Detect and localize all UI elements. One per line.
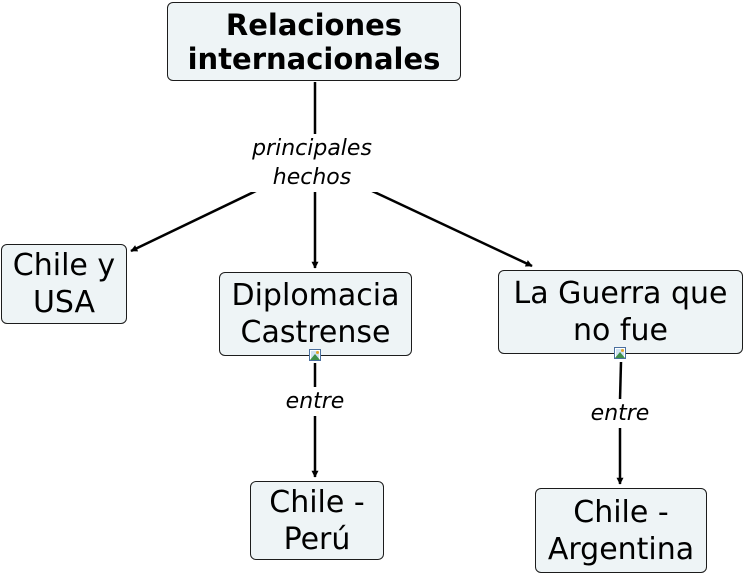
concept-chile-usa[interactable]: Chile y USA	[1, 244, 127, 324]
concept-chile-peru[interactable]: Chile - Perú	[250, 481, 384, 560]
link-label-entre-diplomacia: entre	[272, 387, 358, 416]
arrow-to-guerra	[369, 188, 533, 268]
concept-label: La Guerra que no fue	[513, 276, 728, 348]
concept-label: Diplomacia Castrense	[231, 278, 400, 350]
link-label-entre-guerra: entre	[577, 399, 663, 428]
concept-label: Chile - Perú	[269, 484, 365, 557]
concept-label: Chile y USA	[12, 248, 116, 320]
image-resource-icon[interactable]	[309, 349, 321, 361]
concept-la-guerra-que-no-fue[interactable]: La Guerra que no fue	[498, 270, 743, 354]
concept-chile-argentina[interactable]: Chile - Argentina	[535, 488, 707, 573]
concept-label: Chile - Argentina	[547, 494, 695, 567]
concept-label: Relaciones internacionales	[187, 7, 441, 76]
image-resource-icon[interactable]	[614, 347, 626, 359]
concept-diplomacia-castrense[interactable]: Diplomacia Castrense	[219, 272, 412, 356]
arrow-to-chile-usa	[130, 188, 259, 253]
line-guerra-to-entre	[618, 361, 623, 401]
link-label-principales-hechos: principales hechos	[238, 134, 386, 192]
concept-relaciones-internacionales[interactable]: Relaciones internacionales	[167, 2, 461, 81]
